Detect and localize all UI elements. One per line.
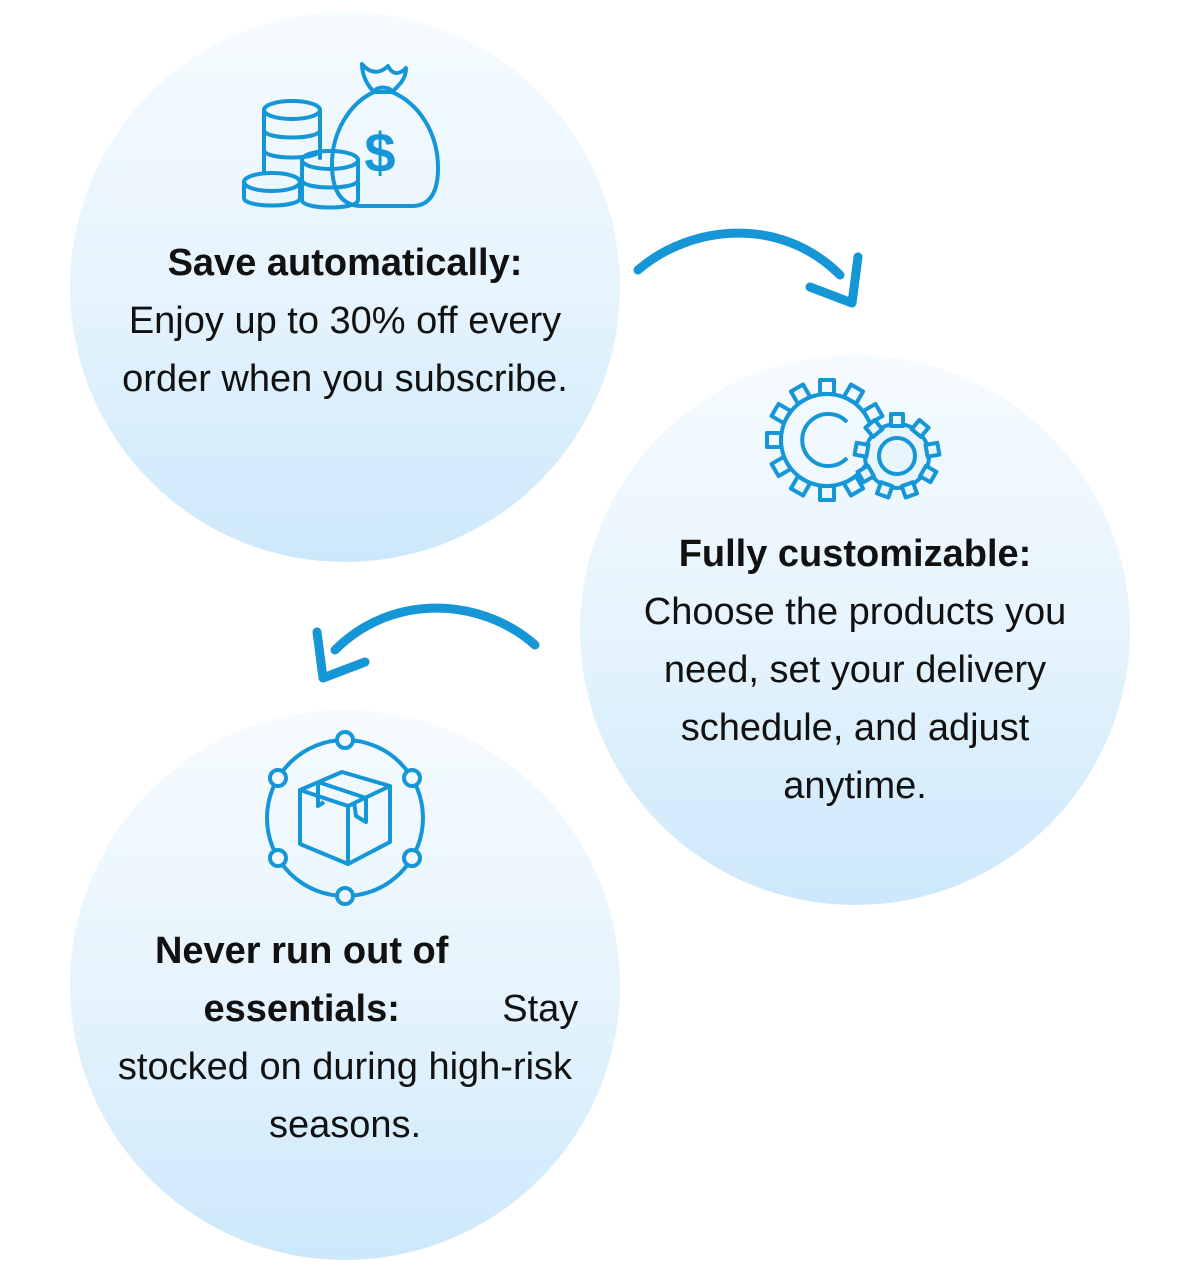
benefit-text-essentials: Never run out of essentials: Stay stocke…	[95, 922, 595, 1154]
arrow-right-icon	[633, 228, 863, 308]
benefit-title: Never run out of essentials:	[154, 930, 449, 1030]
benefit-body: Stay stocked on during high-risk seasons…	[117, 988, 579, 1146]
svg-text:$: $	[364, 121, 395, 184]
money-bag-coins-icon: $	[240, 60, 445, 220]
benefit-text-customizable: Fully customizable: Choose the products …	[605, 525, 1105, 815]
benefit-title: Fully customizable:	[678, 533, 1032, 575]
arrow-left-icon	[312, 603, 540, 683]
benefit-card-save: $ Save automatically: Enjoy up to 30% of…	[70, 12, 620, 562]
gears-icon	[765, 370, 945, 510]
benefit-title: Save automatically:	[167, 242, 523, 284]
benefit-body: Enjoy up to 30% off every order when you…	[122, 300, 568, 400]
package-network-icon	[260, 728, 430, 908]
benefit-body: Choose the products you need, set your d…	[643, 591, 1067, 807]
benefit-card-essentials: Never run out of essentials: Stay stocke…	[70, 710, 620, 1260]
benefit-text-save: Save automatically: Enjoy up to 30% off …	[95, 234, 595, 408]
benefit-card-customizable: Fully customizable: Choose the products …	[580, 355, 1130, 905]
